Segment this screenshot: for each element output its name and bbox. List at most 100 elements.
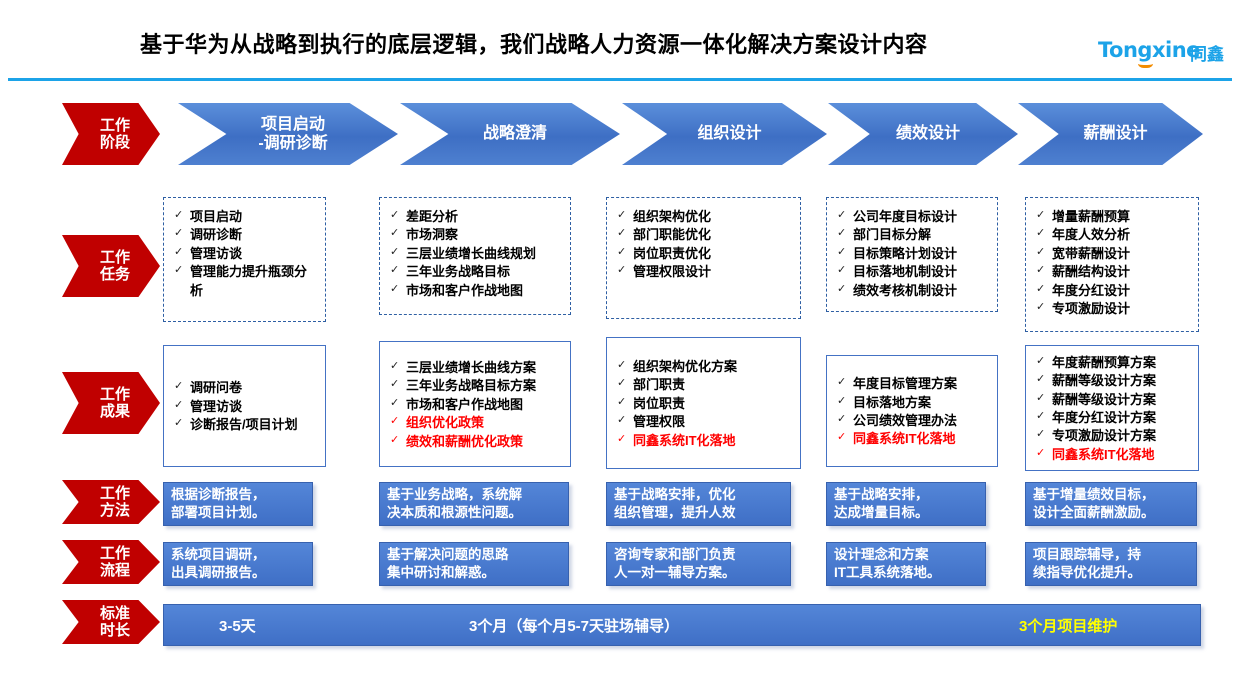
task-item: 增量薪酬预算 bbox=[1036, 208, 1192, 226]
method-box-2: 基于业务战略，系统解 决本质和根源性问题。 bbox=[379, 482, 569, 526]
label-line1: 工作 bbox=[99, 484, 130, 502]
stage-arrow-2[interactable]: 战略澄清 bbox=[400, 103, 620, 165]
logo-swoosh-icon bbox=[1138, 57, 1153, 68]
task-item: 市场洞察 bbox=[390, 226, 564, 244]
label-line2: 任务 bbox=[99, 266, 130, 283]
result-item: 组织架构优化方案 bbox=[617, 358, 794, 376]
task-item: 宽带薪酬设计 bbox=[1036, 245, 1192, 263]
result-item: 年度分红设计方案 bbox=[1036, 409, 1192, 427]
row-label-work-stage: 工作阶段 bbox=[62, 103, 160, 165]
result-item: 专项激励设计方案 bbox=[1036, 427, 1192, 445]
process-box-4: 设计理念和方案 IT工具系统落地。 bbox=[826, 542, 986, 586]
page-header: 基于华为从战略到执行的底层逻辑，我们战略人力资源一体化解决方案设计内容 Tong… bbox=[0, 0, 1240, 82]
process-box-3: 咨询专家和部门负责 人一对一辅导方案。 bbox=[606, 542, 791, 586]
task-item: 部门目标分解 bbox=[837, 226, 991, 244]
method-box-5: 基于增量绩效目标， 设计全面薪酬激励。 bbox=[1025, 482, 1197, 526]
result-list: 调研问卷管理访谈诊断报告/项目计划 bbox=[174, 379, 319, 434]
duration-middle: 3个月（每个月5-7天驻场辅导） bbox=[469, 617, 680, 635]
label-line2: 阶段 bbox=[99, 134, 130, 151]
task-item: 差距分析 bbox=[390, 208, 564, 226]
stage-arrow-4[interactable]: 绩效设计 bbox=[828, 103, 1018, 165]
task-box-1: 项目启动调研诊断管理访谈管理能力提升瓶颈分析 bbox=[163, 197, 326, 322]
method-box-3: 基于战略安排，优化 组织管理，提升人效 bbox=[606, 482, 791, 526]
task-item: 管理访谈 bbox=[174, 245, 319, 263]
result-item: 组织优化政策 bbox=[390, 414, 564, 432]
result-item: 薪酬等级设计方案 bbox=[1036, 391, 1192, 409]
logo-chinese-name: 同鑫 bbox=[1190, 45, 1224, 64]
task-list: 项目启动调研诊断管理访谈管理能力提升瓶颈分析 bbox=[174, 208, 319, 300]
label-line2: 时长 bbox=[99, 622, 130, 639]
task-item: 年度人效分析 bbox=[1036, 226, 1192, 244]
label-line2: 方法 bbox=[99, 502, 130, 519]
result-item: 同鑫系统IT化落地 bbox=[837, 430, 991, 448]
stage-label: 薪酬设计 bbox=[1083, 125, 1148, 143]
result-item: 同鑫系统IT化落地 bbox=[617, 432, 794, 450]
result-item: 绩效和薪酬优化政策 bbox=[390, 433, 564, 451]
result-item: 年度薪酬预算方案 bbox=[1036, 354, 1192, 372]
result-item: 管理权限 bbox=[617, 413, 794, 431]
result-item: 诊断报告/项目计划 bbox=[174, 416, 319, 434]
task-item: 年度分红设计 bbox=[1036, 282, 1192, 300]
result-box-1: 调研问卷管理访谈诊断报告/项目计划 bbox=[163, 345, 326, 467]
task-list: 增量薪酬预算年度人效分析宽带薪酬设计薪酬结构设计年度分红设计专项激励设计 bbox=[1036, 208, 1192, 319]
label-line1: 工作 bbox=[99, 544, 130, 562]
result-list: 年度薪酬预算方案薪酬等级设计方案薪酬等级设计方案年度分红设计方案专项激励设计方案… bbox=[1036, 354, 1192, 465]
result-item: 目标落地方案 bbox=[837, 394, 991, 412]
process-box-1: 系统项目调研， 出具调研报告。 bbox=[163, 542, 313, 586]
result-item: 管理访谈 bbox=[174, 398, 319, 416]
row-label-work-result: 工作成果 bbox=[62, 372, 160, 434]
row-label-work-task: 工作任务 bbox=[62, 235, 160, 297]
task-item: 专项激励设计 bbox=[1036, 300, 1192, 318]
task-item: 目标落地机制设计 bbox=[837, 263, 991, 281]
task-item: 薪酬结构设计 bbox=[1036, 263, 1192, 281]
result-item: 公司绩效管理办法 bbox=[837, 412, 991, 430]
label-line2: 流程 bbox=[99, 562, 130, 579]
task-list: 差距分析市场洞察三层业绩增长曲线规划三年业务战略目标市场和客户作战地图 bbox=[390, 208, 564, 300]
task-item: 市场和客户作战地图 bbox=[390, 282, 564, 300]
method-box-4: 基于战略安排， 达成增量目标。 bbox=[826, 482, 986, 526]
row-label-work-method: 工作方法 bbox=[62, 480, 160, 524]
task-item: 岗位职责优化 bbox=[617, 245, 794, 263]
label-line1: 工作 bbox=[99, 116, 130, 134]
label-line2: 成果 bbox=[99, 403, 130, 420]
result-item: 部门职责 bbox=[617, 376, 794, 394]
task-item: 组织架构优化 bbox=[617, 208, 794, 226]
task-item: 管理能力提升瓶颈分析 bbox=[174, 263, 319, 300]
task-item: 管理权限设计 bbox=[617, 263, 794, 281]
task-item: 部门职能优化 bbox=[617, 226, 794, 244]
task-item: 项目启动 bbox=[174, 208, 319, 226]
task-item: 三层业绩增长曲线规划 bbox=[390, 245, 564, 263]
task-box-3: 组织架构优化部门职能优化岗位职责优化管理权限设计 bbox=[606, 197, 801, 319]
result-item: 薪酬等级设计方案 bbox=[1036, 372, 1192, 390]
result-item: 三层业绩增长曲线方案 bbox=[390, 359, 564, 377]
result-box-4: 年度目标管理方案目标落地方案公司绩效管理办法同鑫系统IT化落地 bbox=[826, 355, 998, 467]
result-list: 年度目标管理方案目标落地方案公司绩效管理办法同鑫系统IT化落地 bbox=[837, 375, 991, 449]
task-list: 公司年度目标设计部门目标分解目标策略计划设计目标落地机制设计绩效考核机制设计 bbox=[837, 208, 991, 300]
label-line1: 工作 bbox=[99, 385, 130, 403]
stage-label: 战略澄清 bbox=[482, 125, 547, 143]
result-item: 调研问卷 bbox=[174, 379, 319, 397]
label-line1: 工作 bbox=[99, 248, 130, 266]
result-box-3: 组织架构优化方案部门职责岗位职责管理权限同鑫系统IT化落地 bbox=[606, 337, 801, 469]
result-box-5: 年度薪酬预算方案薪酬等级设计方案薪酬等级设计方案年度分红设计方案专项激励设计方案… bbox=[1025, 345, 1199, 471]
result-item: 三年业务战略目标方案 bbox=[390, 377, 564, 395]
row-label-standard-duration: 标准时长 bbox=[62, 600, 160, 644]
method-box-1: 根据诊断报告， 部署项目计划。 bbox=[163, 482, 313, 526]
task-item: 目标策略计划设计 bbox=[837, 245, 991, 263]
stage-arrow-1[interactable]: 项目启动 -调研诊断 bbox=[178, 103, 398, 165]
company-logo: Tongxine 同鑫 bbox=[1098, 36, 1230, 68]
stage-arrow-5[interactable]: 薪酬设计 bbox=[1018, 103, 1203, 165]
duration-bar: 3-5天 3个月（每个月5-7天驻场辅导） 3个月项目维护 bbox=[163, 604, 1201, 646]
stage-arrow-3[interactable]: 组织设计 bbox=[622, 103, 827, 165]
duration-last: 3个月项目维护 bbox=[1019, 617, 1118, 635]
task-box-5: 增量薪酬预算年度人效分析宽带薪酬设计薪酬结构设计年度分红设计专项激励设计 bbox=[1025, 197, 1199, 332]
task-list: 组织架构优化部门职能优化岗位职责优化管理权限设计 bbox=[617, 208, 794, 282]
task-item: 绩效考核机制设计 bbox=[837, 282, 991, 300]
duration-first: 3-5天 bbox=[219, 617, 256, 635]
result-item: 岗位职责 bbox=[617, 395, 794, 413]
task-item: 三年业务战略目标 bbox=[390, 263, 564, 281]
result-list: 三层业绩增长曲线方案三年业务战略目标方案市场和客户作战地图组织优化政策绩效和薪酬… bbox=[390, 359, 564, 451]
stage-label: 项目启动 -调研诊断 bbox=[258, 115, 328, 152]
task-item: 公司年度目标设计 bbox=[837, 208, 991, 226]
result-item: 年度目标管理方案 bbox=[837, 375, 991, 393]
